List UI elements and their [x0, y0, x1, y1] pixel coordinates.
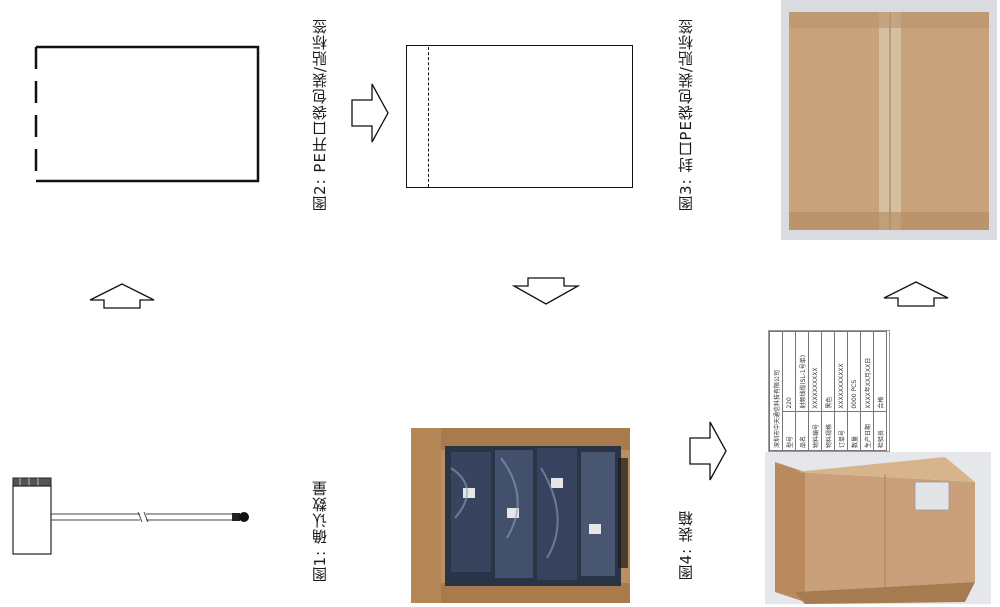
label-value: XXXXXXXXXX: [808, 331, 822, 412]
label-value: 合格: [873, 331, 887, 412]
label-key: 订单号: [834, 411, 848, 451]
right-arrow-icon: [689, 421, 727, 481]
label-row: 检验员合格: [873, 331, 887, 451]
label-row: 物料规格黑色: [821, 331, 835, 451]
label-key: 数量: [847, 411, 861, 451]
label-key: 型号: [782, 411, 796, 451]
sealed-box-photo: [781, 0, 997, 240]
pe-sealed-bag-shape: [406, 45, 633, 188]
pe-open-bag-shape: [34, 45, 260, 183]
right-arrow-icon: [351, 83, 389, 143]
cable-drawing: [10, 476, 260, 556]
label-key: 生产日期: [860, 411, 874, 451]
up-arrow-icon: [89, 283, 155, 309]
label-key: 物料规格: [821, 411, 835, 451]
label-key: 检验员: [873, 411, 887, 451]
fig3-label: 图3: 封口PE袋包装/贴标签: [677, 18, 695, 211]
fig2-label: 图2: PE开口袋包装/贴标签: [311, 18, 329, 211]
bags-in-box-photo: [411, 428, 630, 603]
label-key: 深圳市中天通信科技有限公司: [769, 331, 783, 451]
open-box-photo: [765, 452, 991, 604]
label-value: 0000 PCS: [847, 331, 861, 412]
label-value: 220: [782, 331, 796, 412]
down-arrow-icon: [512, 277, 580, 305]
label-value: XXXX年XX月XX日: [860, 331, 874, 412]
cable-drawing-svg: [12, 477, 249, 555]
label-key: 物料编号: [808, 411, 822, 451]
label-value: 黑色: [821, 331, 835, 412]
seal-line: [428, 47, 429, 187]
label-value: XXXXXXXXXXX: [834, 331, 848, 412]
label-value: 射频线缆(SL-1号单): [795, 331, 809, 412]
label-key: 品名: [795, 411, 809, 451]
label-row: 深圳市中天通信科技有限公司: [769, 331, 783, 451]
fig1-label: 图1: 确认数量: [311, 480, 329, 583]
label-row: 品名射频线缆(SL-1号单): [795, 331, 809, 451]
fig4-label: 图4: 装箱: [677, 510, 695, 581]
up-arrow-icon: [883, 281, 949, 307]
